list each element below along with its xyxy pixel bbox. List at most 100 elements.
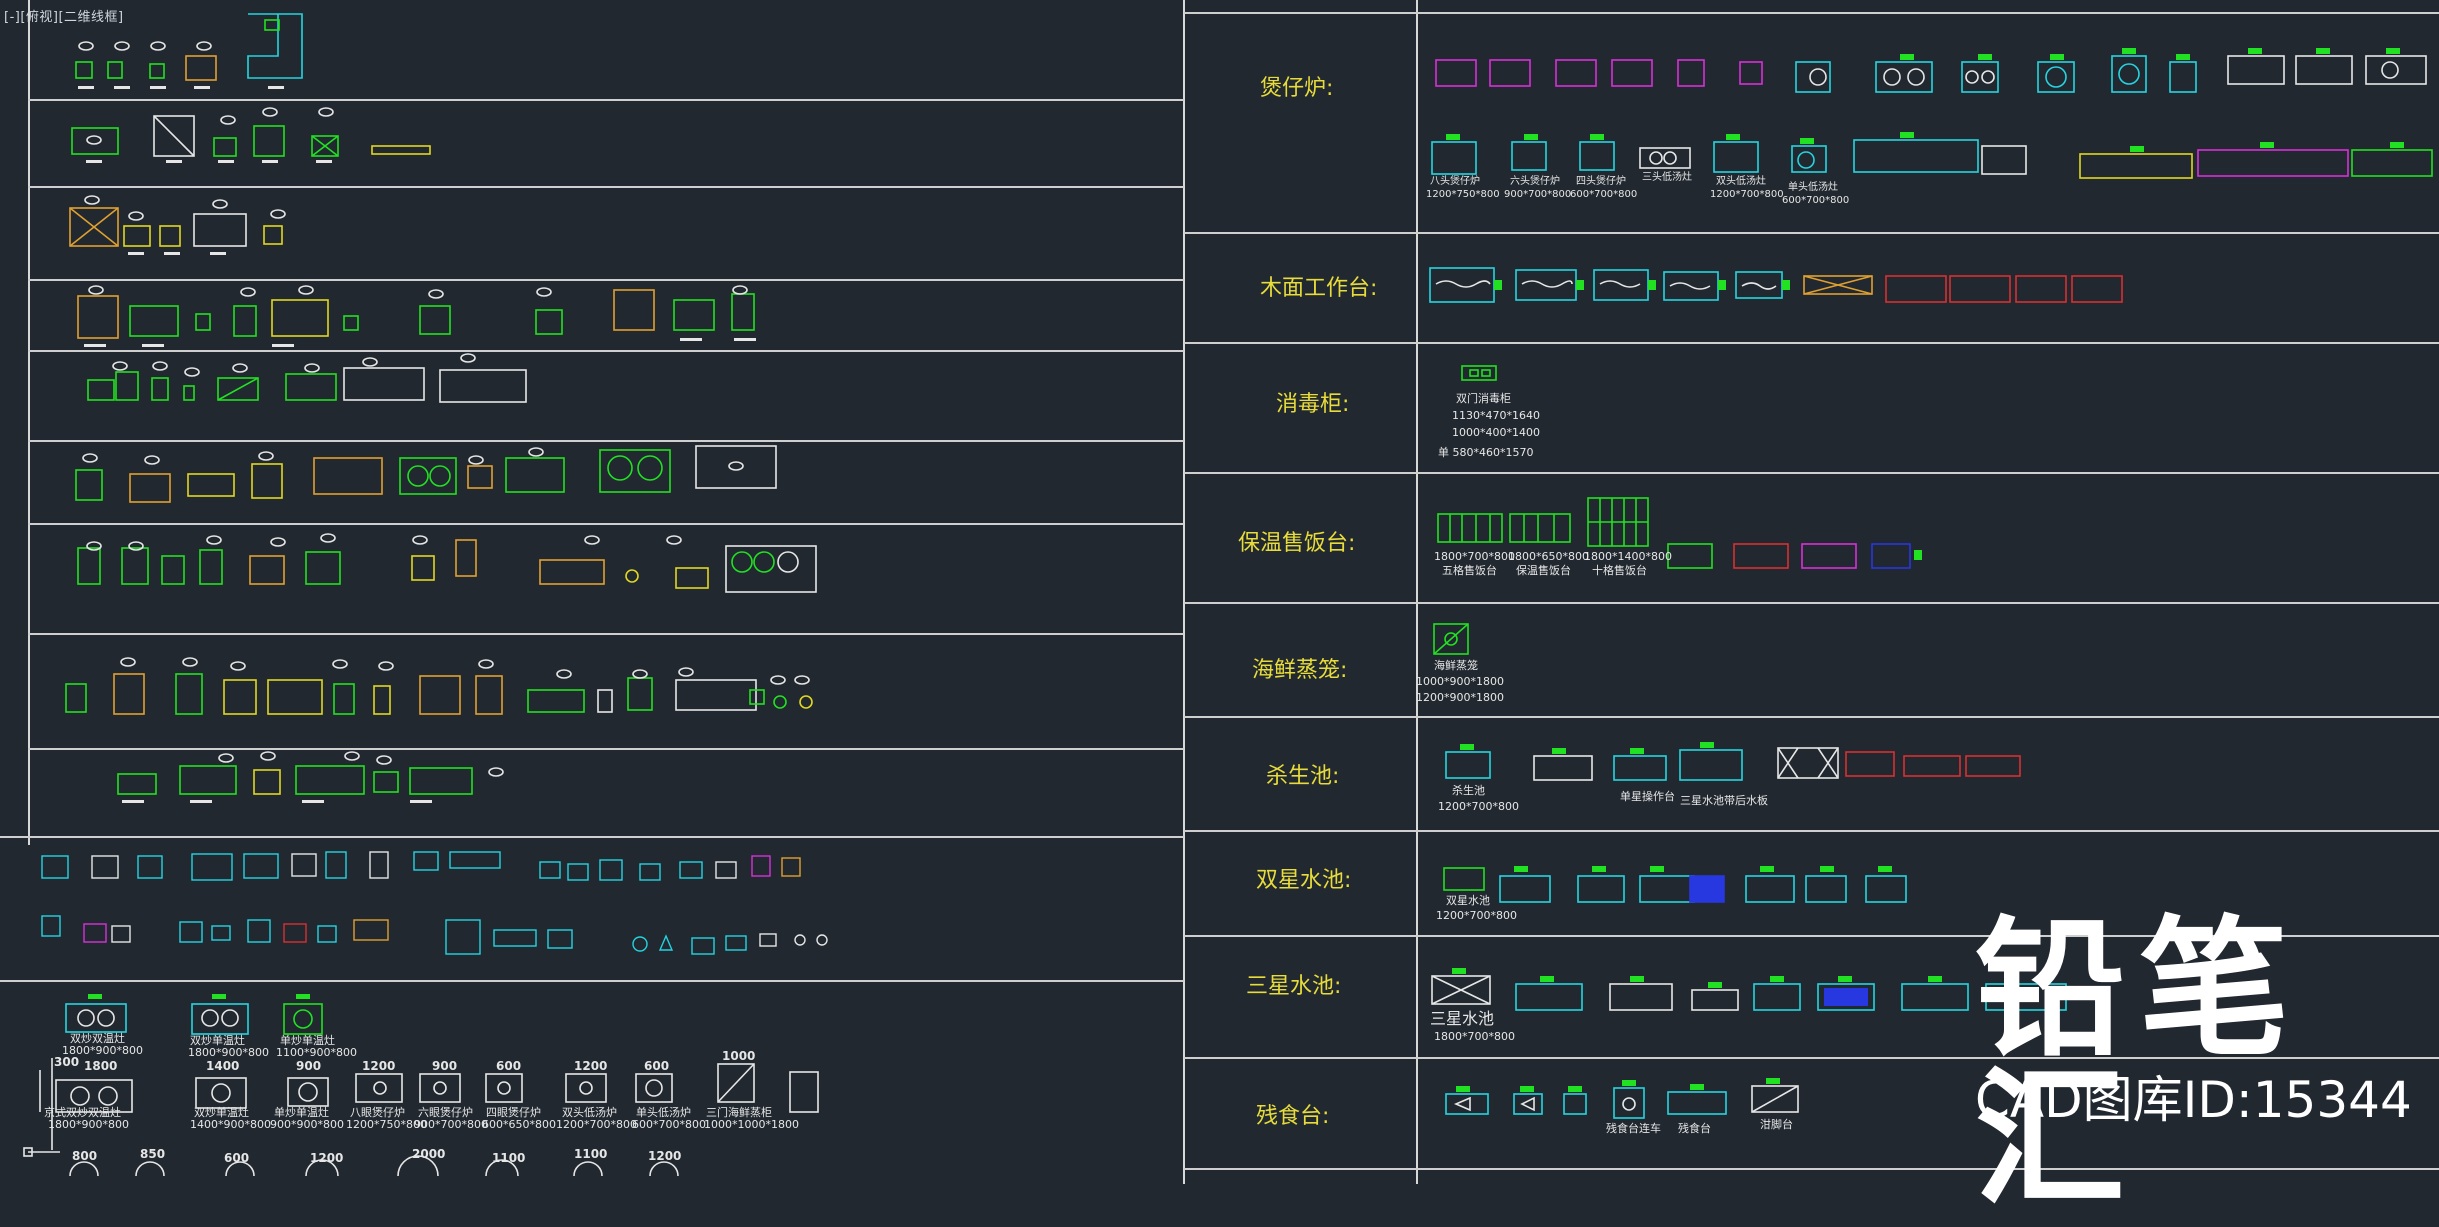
left-row-divider — [28, 350, 1184, 352]
svg-text:1200: 1200 — [310, 1151, 343, 1165]
svg-text:单炒单温灶: 单炒单温灶 — [280, 1034, 335, 1047]
left-row-divider — [0, 980, 1184, 982]
triple-sink-row — [1431, 968, 2067, 1011]
triple-sink-captions: 三星水池 1800*700*800 — [1430, 1009, 1515, 1043]
svg-text:1200: 1200 — [574, 1059, 607, 1073]
svg-text:1800*650*800: 1800*650*800 — [1508, 550, 1589, 563]
svg-text:900*700*800: 900*700*800 — [1504, 189, 1571, 200]
seafood-steamer-item — [1433, 623, 1469, 655]
svg-text:800: 800 — [72, 1149, 97, 1163]
right-row-divider — [1184, 830, 2439, 832]
svg-text:1200*750*800: 1200*750*800 — [1426, 189, 1500, 200]
svg-text:京式双炒双温灶: 京式双炒双温灶 — [44, 1105, 121, 1119]
double-sink-captions: 双星水池 1200*700*800 — [1436, 894, 1517, 922]
svg-text:300: 300 — [54, 1055, 79, 1069]
svg-text:600*700*800: 600*700*800 — [1782, 195, 1849, 206]
left-row-divider — [28, 633, 1184, 635]
left-symbol-row-3 — [69, 195, 286, 255]
left-row-divider — [28, 748, 1184, 750]
svg-text:1400: 1400 — [206, 1059, 239, 1073]
clay-pot-stove-row-2 — [1431, 132, 2433, 179]
left-panel-right-border — [1183, 0, 1185, 1184]
left-stove-captions: 双炒双温灶 1800*900*800 双炒单温灶 1800*900*800 单炒… — [44, 1032, 799, 1131]
category-label-clay-pot-stove: 煲仔炉: — [1260, 76, 1334, 101]
svg-text:单 580*460*1570: 单 580*460*1570 — [1438, 446, 1533, 459]
svg-text:1800: 1800 — [84, 1059, 117, 1073]
left-row-divider — [28, 440, 1184, 442]
right-row-divider — [1184, 602, 2439, 604]
left-row-divider — [28, 279, 1184, 281]
right-row-divider — [1184, 232, 2439, 234]
svg-text:保温售饭台: 保温售饭台 — [1516, 563, 1571, 577]
svg-text:1000*1000*1800: 1000*1000*1800 — [704, 1118, 799, 1131]
svg-text:1800*1400*800: 1800*1400*800 — [1584, 550, 1672, 563]
svg-text:1800*700*800: 1800*700*800 — [1434, 1030, 1515, 1043]
svg-text:三头低汤灶: 三头低汤灶 — [1642, 170, 1692, 183]
svg-text:600*700*800: 600*700*800 — [1570, 189, 1637, 200]
category-label-wood-worktable: 木面工作台: — [1260, 276, 1378, 301]
slaughter-sink-row — [1445, 742, 2021, 781]
left-symbol-row-10 — [41, 851, 828, 955]
category-label-slaughter-sink: 杀生池: — [1266, 764, 1340, 789]
svg-text:海鲜蒸笼: 海鲜蒸笼 — [1434, 658, 1478, 672]
right-table-label-divider — [1416, 0, 1418, 1184]
svg-text:残食台: 残食台 — [1678, 1121, 1711, 1135]
svg-text:1800*900*800: 1800*900*800 — [188, 1046, 269, 1059]
left-dimension-labels: 300 1800 1400 900 1200 900 600 1200 600 … — [54, 1049, 755, 1165]
cad-drawing-canvas[interactable]: 八头煲仔炉 1200*750*800 六头煲仔炉 900*700*800 四头煲… — [0, 0, 2439, 1184]
category-label-seafood-steamer: 海鲜蒸笼: — [1252, 658, 1348, 683]
left-row-divider — [28, 186, 1184, 188]
svg-text:双头低汤灶: 双头低汤灶 — [1716, 174, 1766, 187]
svg-text:1800*900*800: 1800*900*800 — [62, 1044, 143, 1057]
left-row-divider — [28, 99, 1184, 101]
viewport-label[interactable]: [-][俯视][二维线框] — [4, 10, 124, 25]
svg-text:1200*750*800: 1200*750*800 — [346, 1118, 427, 1131]
svg-text:1800*700*800: 1800*700*800 — [1434, 550, 1515, 563]
svg-text:八眼煲仔炉: 八眼煲仔炉 — [350, 1106, 405, 1119]
left-table-border — [28, 0, 30, 845]
disinfection-cabinet-captions: 双门消毒柜 1130*470*1640 1000*400*1400 单 580*… — [1438, 391, 1540, 459]
right-row-divider — [1184, 935, 2439, 937]
svg-text:单头低汤灶: 单头低汤灶 — [1788, 180, 1838, 193]
svg-text:单炒单温灶: 单炒单温灶 — [274, 1106, 329, 1119]
clay-pot-stove-captions: 八头煲仔炉 1200*750*800 六头煲仔炉 900*700*800 四头煲… — [1426, 170, 1849, 206]
svg-text:杀生池: 杀生池 — [1452, 783, 1485, 797]
category-label-disinfection-cabinet: 消毒柜: — [1276, 392, 1350, 417]
svg-text:900*900*800: 900*900*800 — [270, 1118, 344, 1131]
svg-text:十格售饭台: 十格售饭台 — [1592, 563, 1647, 577]
svg-text:双炒单温灶: 双炒单温灶 — [190, 1034, 245, 1047]
left-symbol-row-5 — [87, 353, 527, 403]
left-row-divider — [28, 523, 1184, 525]
left-symbol-row-8 — [65, 657, 813, 715]
warming-rice-counter-captions: 1800*700*800 五格售饭台 1800*650*800 保温售饭台 18… — [1434, 550, 1672, 577]
svg-text:600: 600 — [644, 1059, 669, 1073]
left-symbol-row-7 — [77, 533, 817, 593]
svg-text:900*700*800: 900*700*800 — [414, 1118, 488, 1131]
right-row-divider — [1184, 1168, 2439, 1170]
svg-text:三星水池: 三星水池 — [1430, 1009, 1494, 1028]
right-row-divider — [1184, 342, 2439, 344]
svg-text:1200: 1200 — [362, 1059, 395, 1073]
right-row-divider — [1184, 716, 2439, 718]
category-label-leftover-table: 残食台: — [1256, 1104, 1330, 1129]
seafood-steamer-captions: 海鲜蒸笼 1000*900*1800 1200*900*1800 — [1416, 658, 1504, 704]
svg-text:1400*900*800: 1400*900*800 — [190, 1118, 271, 1131]
left-stove-grid — [23, 994, 819, 1177]
svg-text:600: 600 — [224, 1151, 249, 1165]
left-symbol-row-4 — [77, 285, 756, 347]
slaughter-sink-captions: 杀生池 1200*700*800 单星操作台 三星水池带后水板 — [1438, 783, 1768, 813]
double-sink-row — [1443, 866, 1907, 903]
svg-text:1200*700*800: 1200*700*800 — [1438, 800, 1519, 813]
svg-text:单星操作台: 单星操作台 — [1620, 789, 1675, 803]
left-symbol-row-2 — [71, 107, 431, 163]
leftover-table-captions: 残食台连车 残食台 泔脚台 — [1606, 1117, 1793, 1135]
right-row-divider — [1184, 12, 2439, 14]
svg-text:600: 600 — [496, 1059, 521, 1073]
right-row-divider — [1184, 472, 2439, 474]
svg-text:1130*470*1640: 1130*470*1640 — [1452, 409, 1540, 422]
svg-text:残食台连车: 残食台连车 — [1606, 1121, 1661, 1135]
svg-text:三门海鲜蒸柜: 三门海鲜蒸柜 — [706, 1105, 772, 1119]
category-label-double-sink: 双星水池: — [1256, 868, 1352, 893]
svg-text:六头煲仔炉: 六头煲仔炉 — [1510, 174, 1560, 187]
svg-text:八头煲仔炉: 八头煲仔炉 — [1430, 174, 1480, 187]
